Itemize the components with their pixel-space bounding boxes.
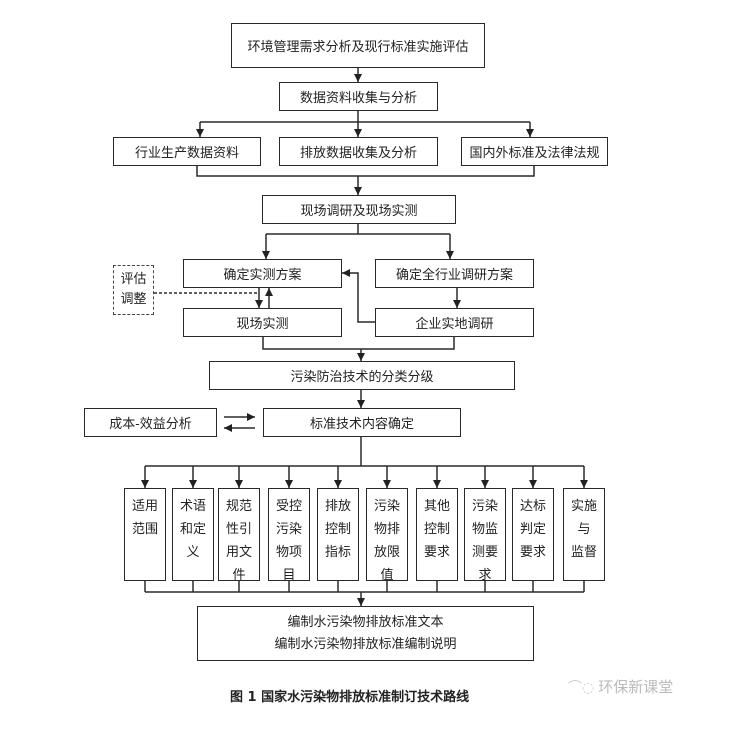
arrow-head	[354, 129, 362, 137]
arrow-head	[481, 480, 489, 488]
node-measure-plan: 确定实测方案	[183, 259, 342, 288]
content-item-text: 实施	[570, 499, 597, 514]
node-tech-classification: 污染防治技术的分类分级	[209, 361, 515, 390]
content-item-text: 值	[380, 568, 394, 583]
arrow-head	[255, 300, 263, 308]
node-data-collection: 数据资料收集与分析	[279, 82, 438, 111]
node-enterprise-survey: 企业实地调研	[375, 308, 534, 337]
arrow-head	[526, 129, 534, 137]
content-item: 受控污染物项目	[268, 488, 310, 583]
content-item-text: 求	[478, 568, 492, 583]
content-item-text: 排放	[324, 499, 351, 514]
arrow-head	[334, 480, 342, 488]
arrow-head	[189, 480, 197, 488]
node-field-measure: 现场实测	[183, 308, 342, 337]
content-item-text: 和定	[179, 522, 206, 537]
eval-adjust-line-1: 评估	[120, 272, 147, 287]
content-item-text: 监督	[570, 545, 597, 560]
arrow-head	[529, 480, 537, 488]
content-item-text: 判定	[519, 522, 546, 537]
arrow-head	[285, 480, 293, 488]
content-item-text: 污染	[275, 522, 302, 537]
content-item-text: 受控	[275, 499, 302, 514]
content-item-text: 物排	[373, 522, 400, 537]
node-standards-laws: 国内外标准及法律法规	[461, 137, 608, 166]
final-line-1: 编制水污染物排放标准文本	[287, 614, 444, 630]
content-item: 实施与监督	[563, 488, 605, 581]
node-eval-adjust: 评估 调整	[113, 265, 154, 315]
wechat-icon: ⌒◌	[568, 679, 595, 696]
node-env-assessment: 环境管理需求分析及现行标准实施评估	[231, 23, 485, 68]
content-item: 污染物监测要求	[464, 488, 506, 583]
connector-line	[196, 166, 535, 177]
arrow-head	[446, 251, 454, 259]
node-field-research: 现场调研及现场实测	[262, 195, 456, 224]
arrow-head	[196, 129, 204, 137]
arrow-head	[453, 300, 461, 308]
content-item-text: 其他	[423, 499, 450, 514]
content-item: 术语和定义	[172, 488, 214, 581]
arrow-head	[354, 187, 362, 195]
connector-line	[342, 272, 375, 323]
eval-adjust-line-2: 调整	[120, 292, 147, 307]
connector-line	[262, 337, 455, 350]
arrow-head	[247, 413, 255, 421]
content-item-text: 性引	[225, 522, 252, 537]
content-item-text: 用文	[225, 545, 252, 560]
content-item: 规范性引用文件	[218, 488, 260, 583]
arrow-head	[357, 400, 365, 408]
arrow-head	[357, 598, 365, 606]
content-item-text: 规范	[225, 499, 252, 514]
content-item-text: 指标	[324, 545, 351, 560]
arrow-head	[433, 480, 441, 488]
watermark-text: 环保新课堂	[598, 678, 674, 696]
content-item-text: 控制	[324, 522, 351, 537]
final-line-2: 编制水污染物排放标准编制说明	[274, 636, 457, 652]
content-item-text: 污染	[373, 499, 400, 514]
content-item-text: 术语	[179, 499, 206, 514]
content-item-text: 目	[282, 568, 296, 583]
content-item-text: 义	[186, 545, 200, 560]
content-item-text: 污染	[471, 499, 498, 514]
figure-caption: 图 1 国家水污染物排放标准制订技术路线	[230, 690, 470, 705]
content-item-text: 放限	[373, 545, 400, 560]
content-item-text: 范围	[131, 522, 158, 537]
arrow-head	[235, 480, 243, 488]
content-item: 适用范围	[124, 488, 166, 581]
content-item-text: 要求	[423, 545, 450, 560]
content-item-text: 与	[577, 522, 591, 537]
arrow-head	[224, 424, 232, 432]
content-item-text: 物项	[275, 545, 302, 560]
arrow-head	[383, 480, 391, 488]
content-item: 污染物排放限值	[366, 488, 408, 583]
content-item: 排放控制指标	[317, 488, 359, 581]
arrow-head	[357, 353, 365, 361]
arrow-head	[354, 74, 362, 82]
content-item: 其他控制要求	[416, 488, 458, 581]
content-item-text: 适用	[131, 499, 158, 514]
arrow-head	[262, 251, 270, 259]
watermark: ⌒◌ 环保新课堂	[568, 676, 673, 697]
arrow-head	[580, 480, 588, 488]
content-item-text: 要求	[519, 545, 546, 560]
arrow-head	[265, 288, 273, 296]
node-industry-data: 行业生产数据资料	[113, 137, 261, 166]
node-cost-benefit: 成本-效益分析	[84, 408, 217, 437]
arrow-head	[141, 480, 149, 488]
content-item-text: 测要	[471, 545, 498, 560]
content-item-text: 物监	[471, 522, 498, 537]
node-final-output: 编制水污染物排放标准文本 编制水污染物排放标准编制说明	[197, 606, 534, 661]
node-content-determination: 标准技术内容确定	[263, 408, 461, 437]
arrow-head	[342, 269, 350, 277]
content-item-text: 件	[232, 568, 246, 583]
node-emission-data: 排放数据收集及分析	[279, 137, 438, 166]
content-item: 达标判定要求	[512, 488, 554, 581]
content-item-text: 达标	[519, 499, 546, 514]
node-survey-plan: 确定全行业调研方案	[375, 259, 534, 288]
content-item-text: 控制	[423, 522, 450, 537]
